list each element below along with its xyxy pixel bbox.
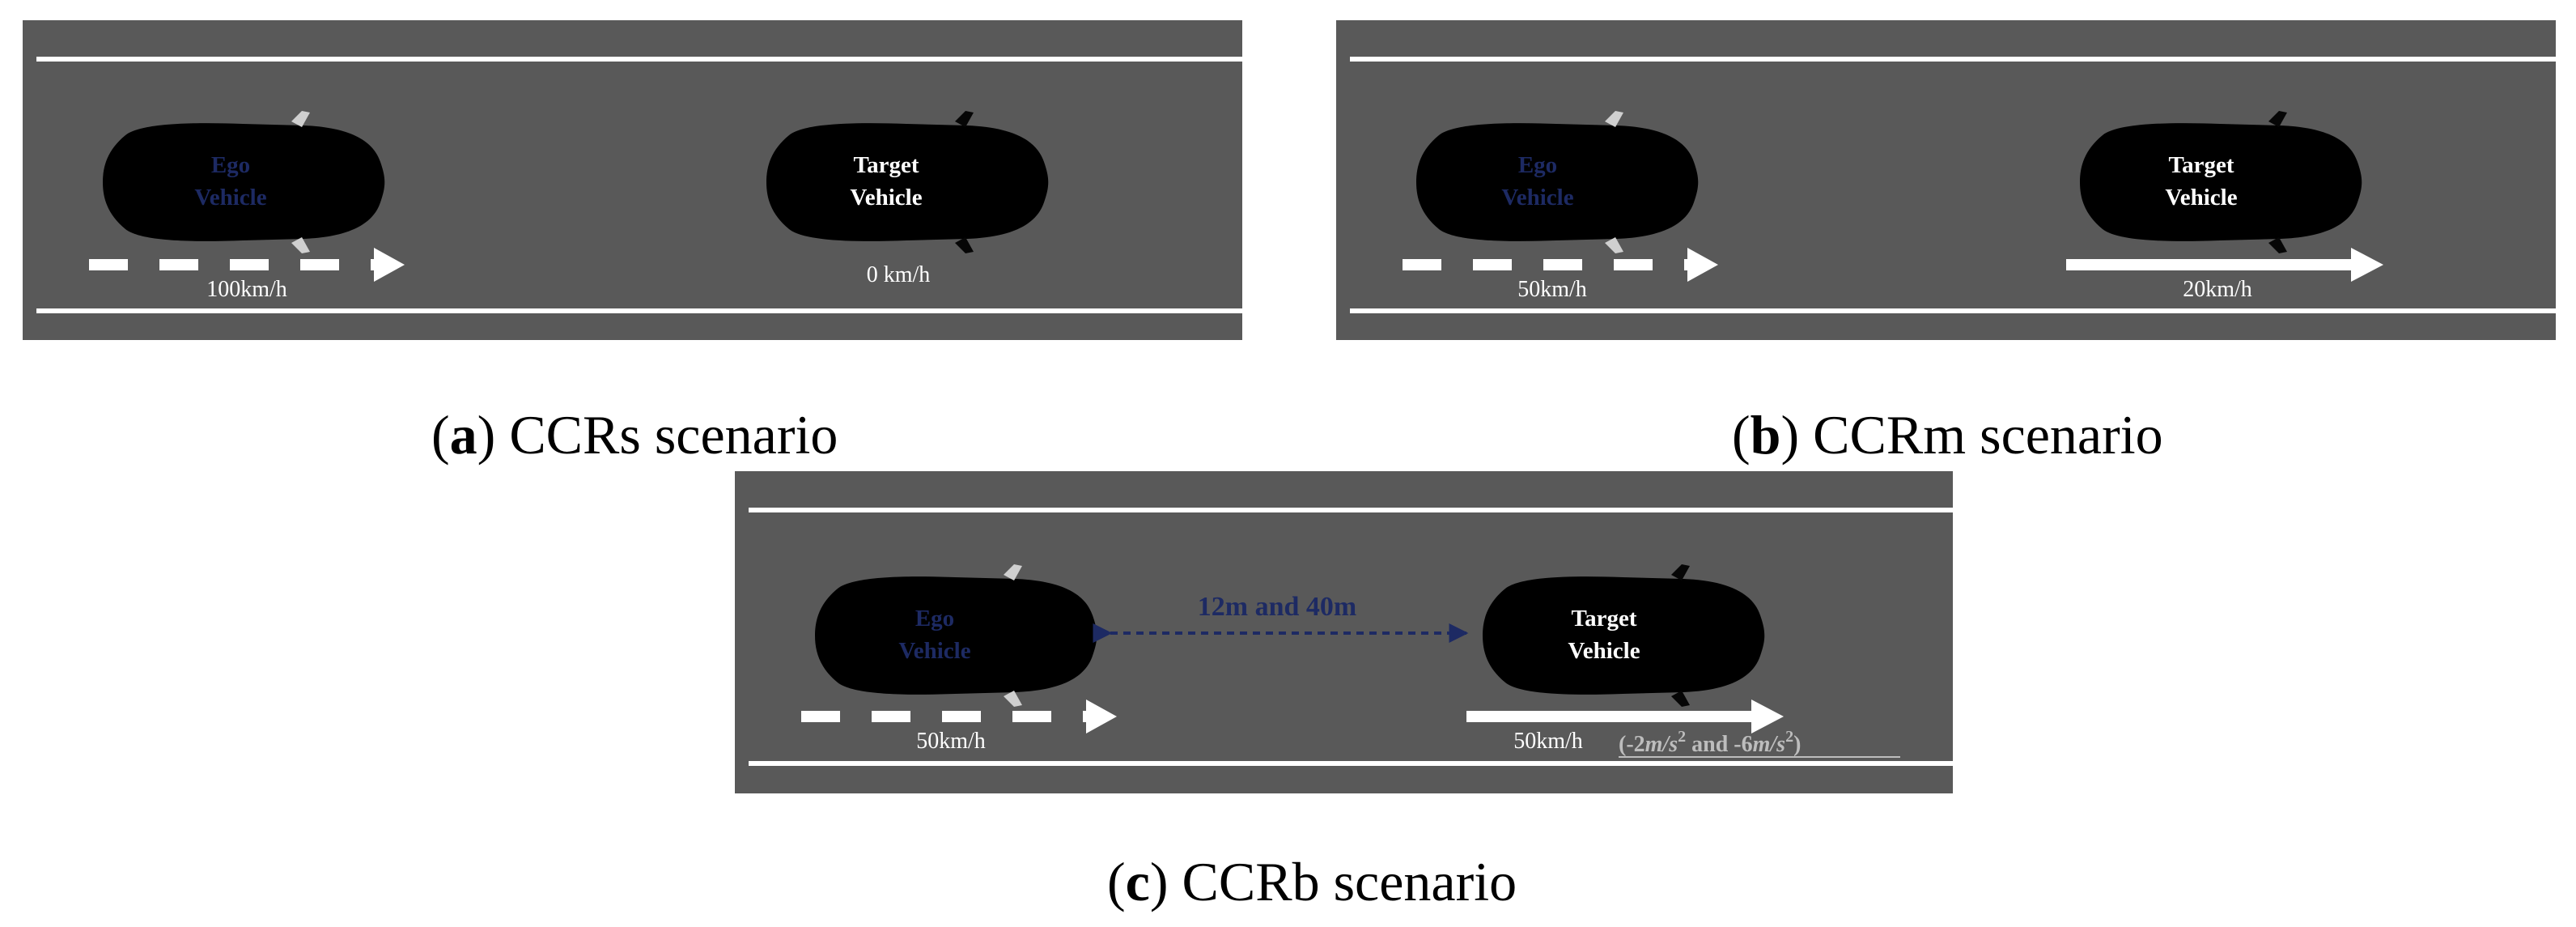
caption-b-letter: b [1751, 404, 1781, 466]
panel-c: Ego Vehicle Target Vehicle 12m and 40m 5… [735, 471, 1953, 793]
ego-label-line1-b: Ego [1518, 152, 1557, 178]
target-label-line1-c: Target [1571, 606, 1636, 631]
target-speed-a: 0 km/h [867, 262, 931, 287]
caption-a-letter: a [450, 404, 477, 466]
ego-label-line2-a: Vehicle [194, 185, 266, 210]
ego-label-line1-a: Ego [211, 152, 250, 178]
ego-speed-c: 50km/h [916, 729, 986, 754]
ego-speed-arrow-dashed-c [801, 700, 1117, 734]
target-speed-arrow-solid-b [2066, 248, 2383, 282]
caption-b-text: CCRm scenario [1813, 404, 2163, 466]
panel-b: Ego Vehicle Target Vehicle 50km/h 20km/h [1336, 20, 2556, 340]
gap-distance-label: 12m and 40m [1198, 592, 1356, 622]
caption-a-text: CCRs scenario [509, 404, 838, 466]
ego-vehicle-b [1416, 111, 1699, 253]
target-speed-c: 50km/h [1513, 729, 1583, 754]
target-speed-b: 20km/h [2183, 277, 2252, 302]
ego-speed-arrow-dashed-b [1403, 248, 1718, 282]
caption-c-letter: c [1126, 851, 1150, 912]
caption-b: (b) CCRm scenario [1732, 404, 2163, 466]
ego-label-line2-c: Vehicle [898, 638, 970, 664]
ego-speed-a: 100km/h [206, 277, 287, 302]
target-vehicle-a [766, 111, 1049, 253]
ego-vehicle-c [815, 564, 1097, 707]
ego-speed-b: 50km/h [1517, 277, 1587, 302]
ego-vehicle-a [103, 111, 385, 253]
ego-label-line2-b: Vehicle [1501, 185, 1573, 210]
caption-a: (a) CCRs scenario [431, 404, 838, 466]
target-label-line1-b: Target [2168, 152, 2234, 178]
target-label-line2-b: Vehicle [2165, 185, 2237, 210]
target-vehicle-b [2080, 111, 2362, 253]
target-speed-arrow-solid-c [1466, 700, 1784, 734]
deceleration-label: (-2m/s2 and -6m/s2) [1619, 728, 1801, 757]
panel-a: Ego Vehicle Target Vehicle 100km/h 0 km/… [23, 20, 1242, 340]
target-label-line2-c: Vehicle [1568, 638, 1640, 664]
ego-label-line1-c: Ego [915, 606, 954, 631]
target-label-line1-a: Target [853, 152, 919, 178]
caption-c: (c) CCRb scenario [1107, 851, 1517, 912]
caption-c-text: CCRb scenario [1182, 851, 1517, 912]
target-label-line2-a: Vehicle [850, 185, 922, 210]
ego-speed-arrow-dashed-a [89, 248, 405, 282]
target-vehicle-c [1483, 564, 1765, 707]
